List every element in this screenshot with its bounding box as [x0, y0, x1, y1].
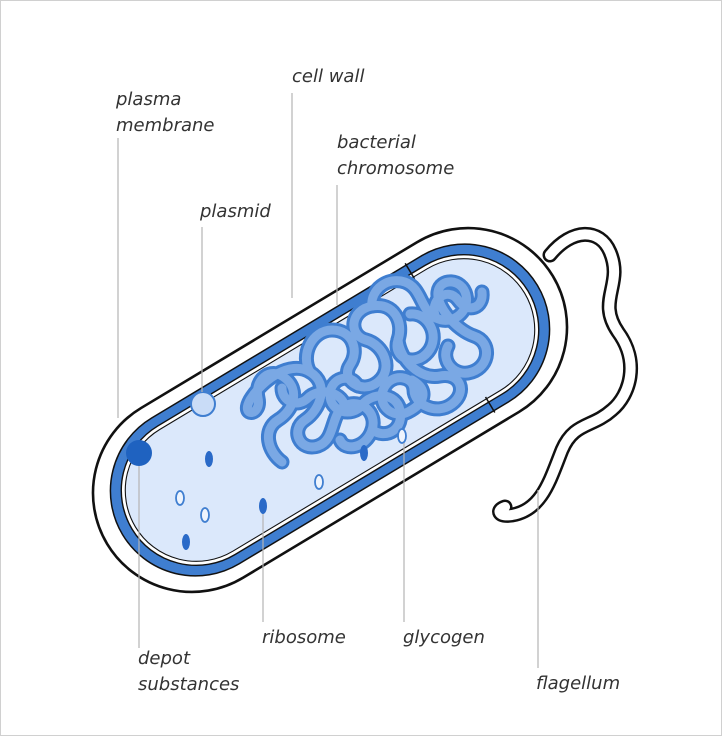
glycogen-granule [397, 428, 407, 444]
ribosome [360, 445, 368, 461]
label-flagellum: flagellum [536, 673, 620, 694]
bacterial-chromosome [240, 273, 494, 470]
ribosome [182, 534, 190, 550]
ribosome [259, 498, 267, 514]
ribosomes [182, 445, 368, 550]
label-depot-substances: depot substances [138, 648, 239, 695]
depot-substance [126, 440, 152, 466]
glycogen-granule [175, 490, 185, 506]
glycogen-granule [314, 474, 324, 490]
glycogen-granule [200, 507, 210, 523]
label-plasma-membrane: plasma membrane [115, 89, 214, 136]
label-ribosome: ribosome [262, 627, 346, 648]
label-cell-wall: cell wall [292, 66, 364, 87]
flagellum [492, 226, 639, 523]
plasmid [190, 391, 216, 417]
label-bacterial-chromosome: bacterial chromosome [337, 132, 454, 179]
wall-mark-top [404, 262, 416, 280]
glycogen-granules [175, 428, 407, 523]
label-glycogen: glycogen [403, 627, 485, 648]
ribosome [205, 451, 213, 467]
wall-mark-bottom [484, 396, 496, 413]
leader-lines [117, 93, 539, 668]
label-plasmid: plasmid [199, 201, 271, 222]
